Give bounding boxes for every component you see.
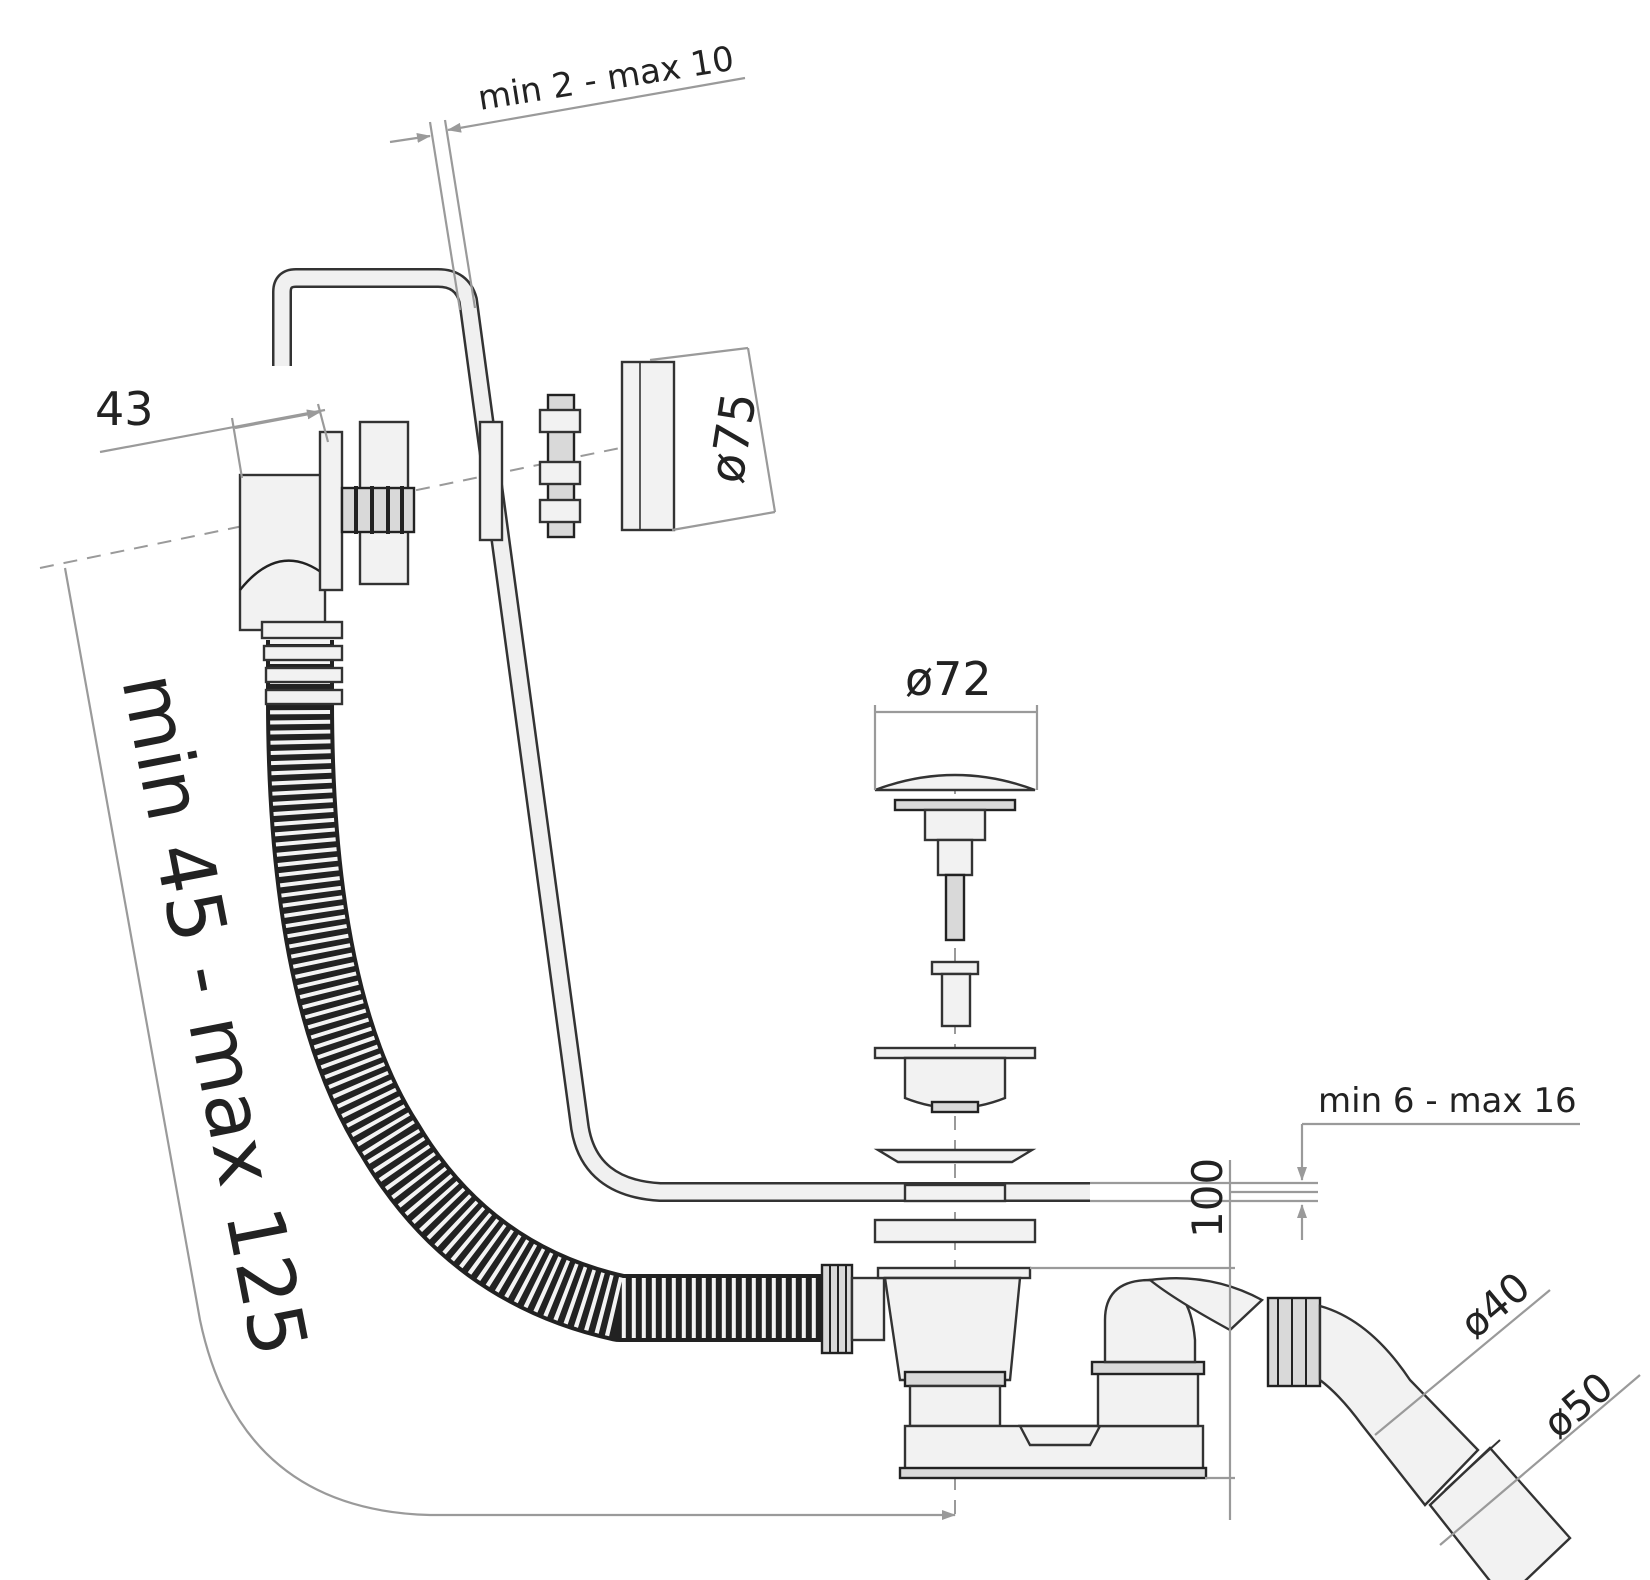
drain-washer-ring	[903, 1183, 1007, 1203]
plug-insert	[930, 960, 980, 1028]
dim-drain-height	[1030, 1160, 1235, 1520]
trap-riser	[1103, 1277, 1265, 1364]
dim-drain-plate	[1090, 1122, 1580, 1240]
drain-gasket-top	[873, 1148, 1037, 1164]
dim-outlet-large-label: ø50	[1535, 1364, 1622, 1448]
trap-body	[876, 1266, 1208, 1480]
dim-overflow-plate	[389, 76, 746, 311]
dim-plug-diameter-label: ø72	[905, 652, 992, 706]
overflow-thread	[340, 486, 416, 534]
drain-gasket-bottom	[873, 1218, 1037, 1244]
dim-outlet-large	[1439, 1374, 1641, 1546]
overflow-cover	[620, 360, 676, 532]
dim-cover-diameter-label: ø75	[699, 389, 768, 487]
overflow-gasket	[478, 420, 504, 542]
dim-outlet-small	[1374, 1289, 1551, 1436]
pop-up-plug	[874, 773, 1036, 942]
overflow-head-body	[238, 473, 327, 632]
dim-overflow-depth-label: 43	[95, 382, 154, 436]
dim-outlet-small-label: ø40	[1452, 1264, 1539, 1348]
flexible-hose	[260, 620, 825, 1342]
dim-overflow-plate-label: min 2 - max 10	[475, 39, 737, 119]
outlet-elbow	[1266, 1296, 1572, 1580]
hose-coupling-nut	[820, 1263, 886, 1355]
dim-pipe-range	[63, 567, 956, 1520]
overflow-clip	[538, 393, 582, 539]
dim-drain-plate-label: min 6 - max 16	[1318, 1081, 1577, 1121]
drain-flange	[873, 1046, 1037, 1114]
dim-plug-diameter	[873, 705, 1039, 790]
overflow-pipe	[272, 268, 1090, 1202]
dim-drain-height-label: 100	[1183, 1158, 1232, 1238]
dim-cover-diameter	[649, 346, 777, 532]
dim-overflow-depth	[99, 403, 330, 479]
